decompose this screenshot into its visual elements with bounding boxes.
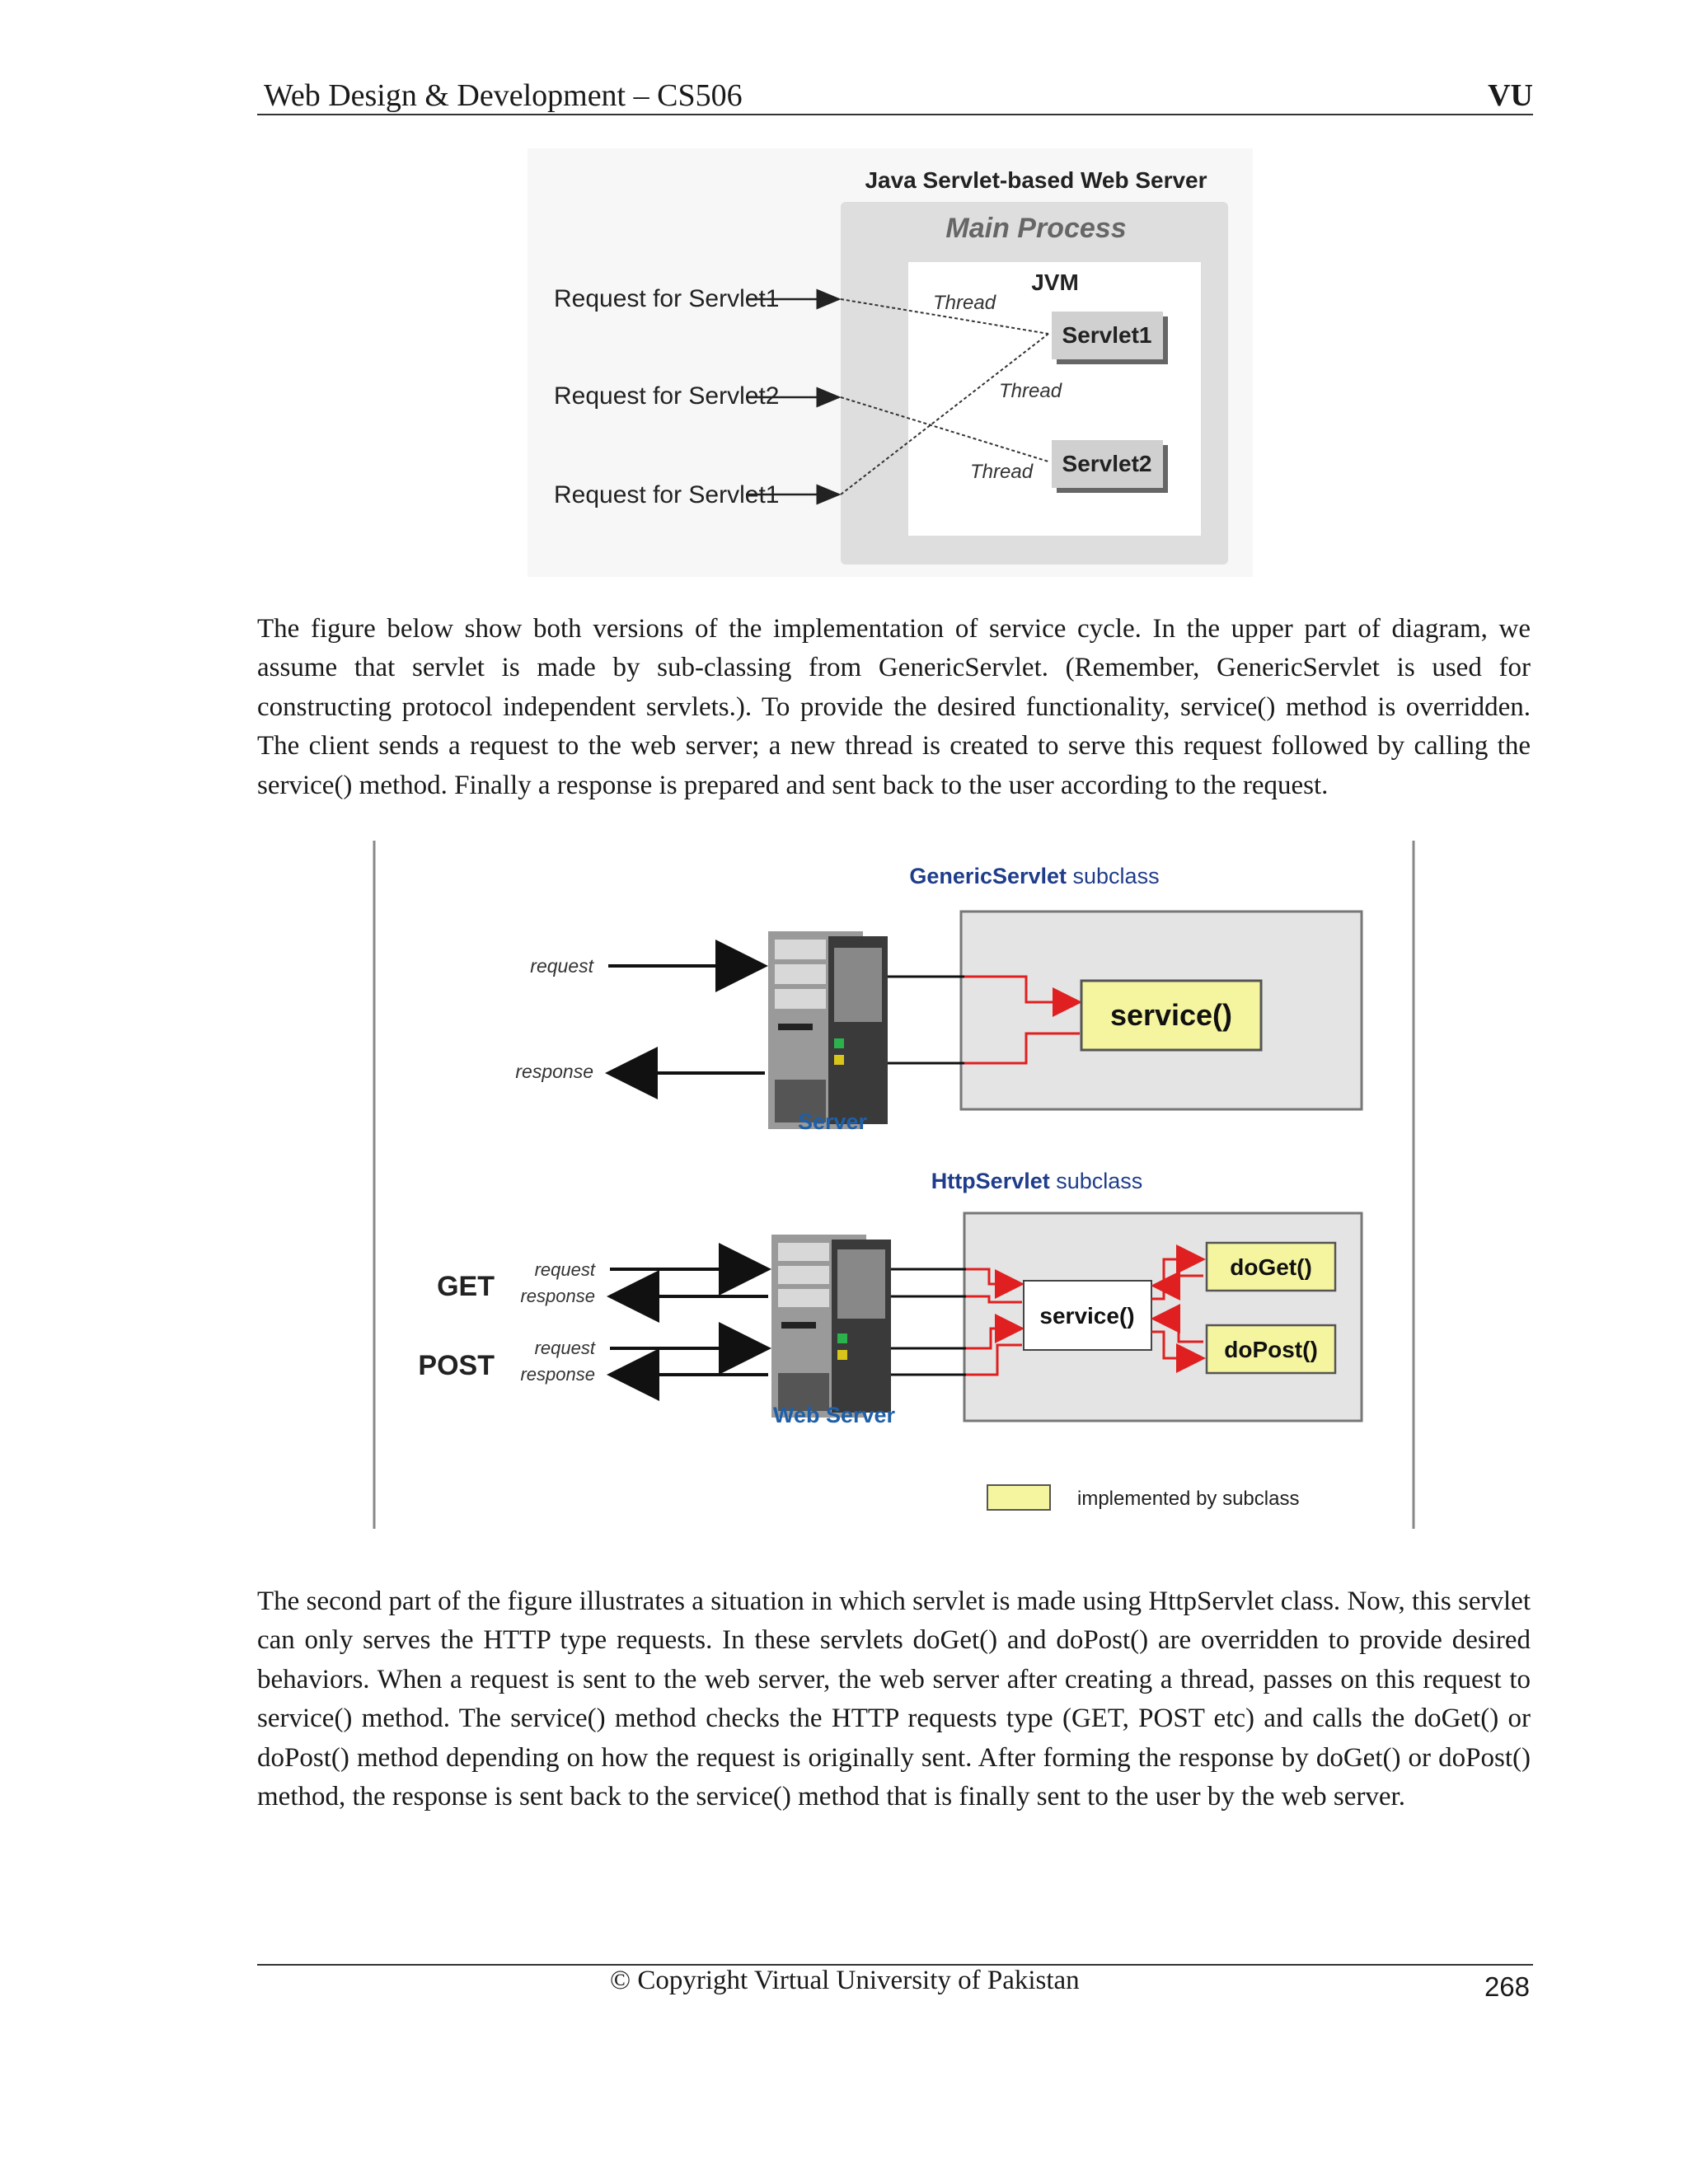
servlet2-label: Servlet2 [1062, 451, 1152, 476]
post-label: POST [418, 1350, 495, 1381]
web-server-label: Web Server [773, 1403, 896, 1427]
fig1-title: Java Servlet-based Web Server [865, 167, 1207, 193]
paragraph-1: The figure below show both versions of t… [257, 614, 1531, 800]
legend-swatch [987, 1484, 1051, 1511]
servlet2-box [1052, 440, 1163, 488]
header-vu: VU [1488, 78, 1533, 113]
red-in-post [966, 1314, 1025, 1350]
post-response-label: response [520, 1364, 595, 1385]
footer-copyright: © Copyright Virtual University of Pakist… [610, 1966, 1080, 1995]
servlet1-label: Servlet1 [1062, 322, 1152, 348]
get-request-label: request [535, 1259, 596, 1280]
thread-line-2 [840, 396, 1049, 462]
top-red-in [964, 975, 1082, 1017]
dopost-box [1205, 1324, 1337, 1375]
http-service-box [1023, 1280, 1152, 1351]
servlet1-box [1052, 312, 1163, 359]
doget-box [1205, 1241, 1337, 1292]
generic-box [959, 910, 1363, 1111]
thread-label-3: Thread [970, 461, 1034, 483]
red-from-dopost [1151, 1304, 1203, 1343]
thread-label-1: Thread [933, 292, 996, 314]
paragraph-2: The second part of the figure illustrate… [257, 1586, 1531, 1812]
post-request-label: request [535, 1338, 596, 1358]
server-label: Server [798, 1109, 868, 1134]
legend-label: implemented by subclass [1077, 1488, 1299, 1510]
service-box [1080, 979, 1263, 1052]
http-service-label: service() [1039, 1303, 1134, 1329]
doget-label: doGet() [1230, 1254, 1312, 1280]
web-server-icon [771, 1235, 891, 1418]
page-number: 268 [1484, 1971, 1530, 2002]
jvm-label: JVM [1031, 269, 1079, 295]
header-rule [257, 114, 1533, 115]
top-red-out [964, 1032, 1080, 1065]
thread-line-1 [840, 298, 1049, 335]
service-label: service() [1110, 998, 1232, 1032]
red-out-get [966, 1295, 1022, 1304]
servlet-thread-diagram: Java Servlet-based Web Server Main Proce… [528, 148, 1253, 577]
footer-rule [257, 1964, 1533, 1966]
server-icon [768, 931, 888, 1129]
get-label: GET [437, 1271, 495, 1302]
top-response-label: response [515, 1061, 593, 1082]
top-request-label: request [530, 955, 594, 977]
request-label-2: Request for Servlet2 [554, 382, 779, 410]
request-label-1: Request for Servlet1 [554, 285, 779, 312]
header-title: Web Design & Development – CS506 [264, 78, 743, 113]
red-from-doget [1151, 1271, 1203, 1301]
red-out-post [966, 1343, 1022, 1376]
thread-label-2: Thread [999, 380, 1062, 402]
generic-title: GenericServlet subclass [909, 864, 1159, 888]
main-process-label: Main Process [945, 213, 1126, 244]
service-cycle-diagram: GenericServlet subclass request response… [373, 841, 1415, 1529]
red-in-get [966, 1268, 1025, 1299]
request-label-3: Request for Servlet1 [554, 481, 779, 509]
http-title: HttpServlet subclass [931, 1169, 1143, 1193]
get-response-label: response [520, 1286, 595, 1306]
dopost-label: doPost() [1224, 1337, 1318, 1362]
